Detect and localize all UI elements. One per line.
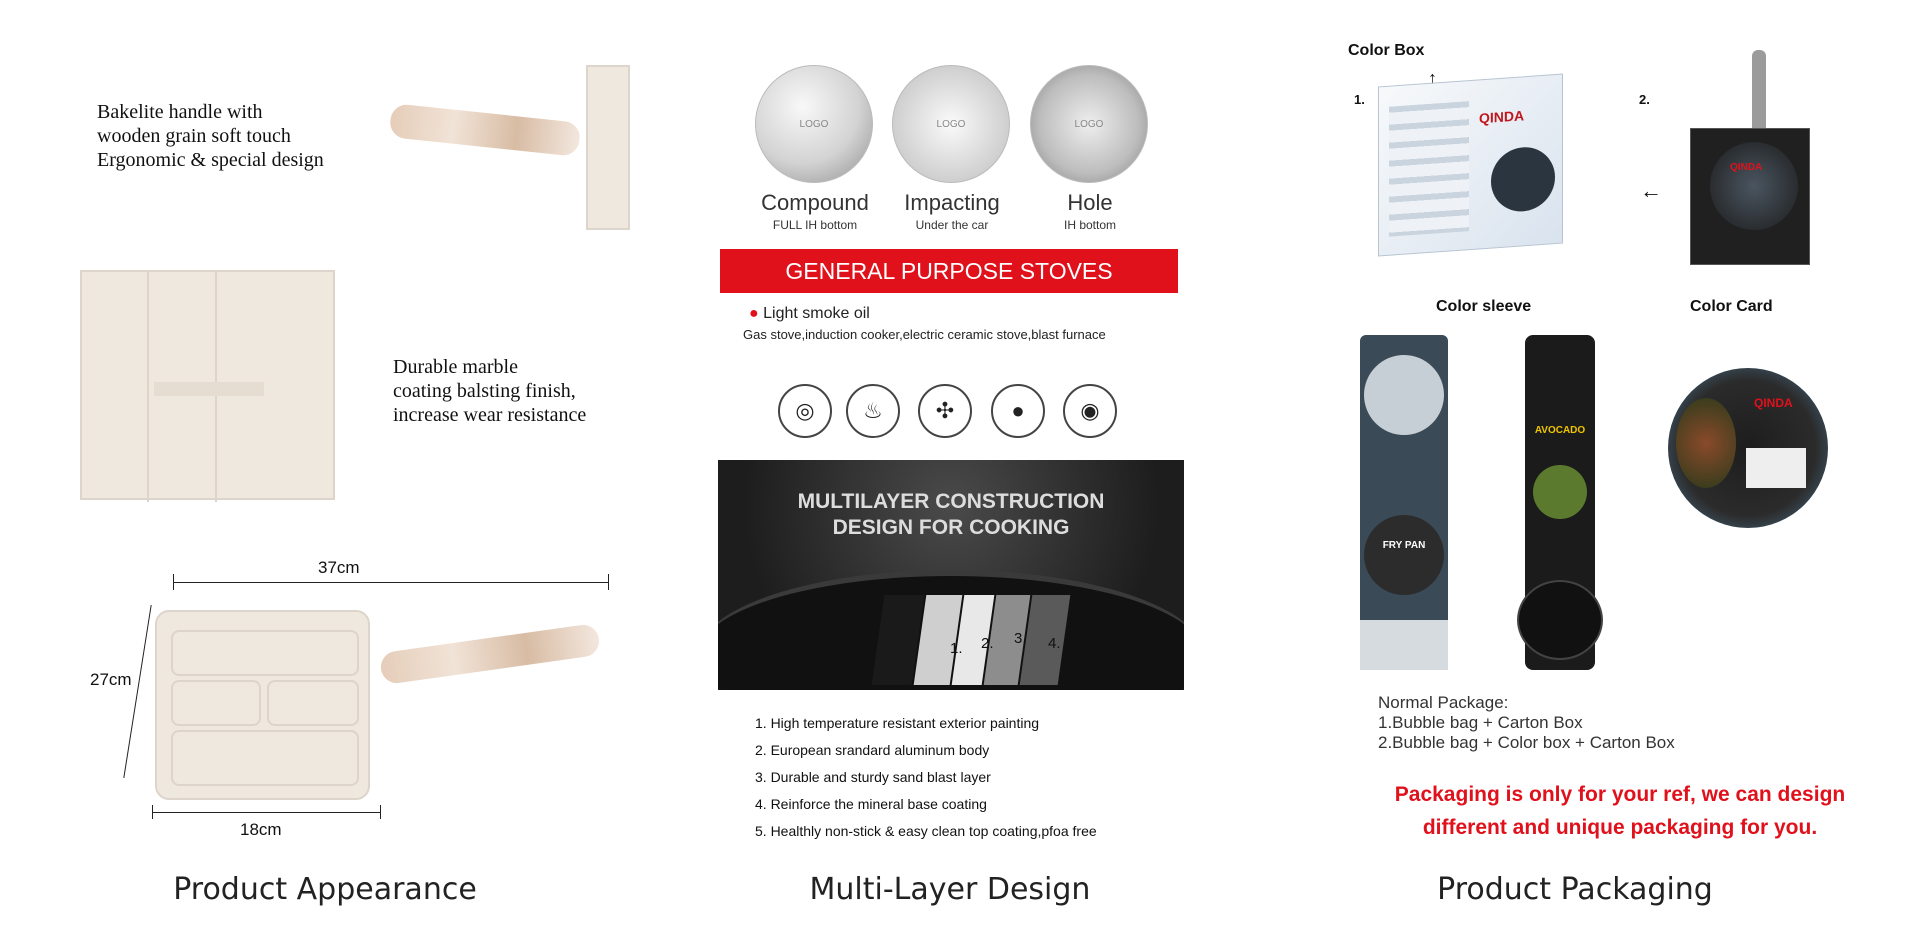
color-box-heading: Color Box	[1348, 42, 1425, 59]
layer-item: 5. Healthly non-stick & easy clean top c…	[755, 823, 1097, 839]
bottom-label: Hole	[1067, 190, 1113, 215]
dim-height-line	[123, 604, 152, 779]
sleeve-label: AVOCADO	[1534, 425, 1586, 436]
color-card-image: QINDA	[1668, 368, 1828, 528]
sleeve-label: FRY PAN	[1382, 540, 1426, 551]
box-number-2: 2.	[1639, 92, 1650, 107]
bottom-sub: FULL IH bottom	[772, 218, 858, 232]
box-number-1: 1.	[1354, 92, 1365, 107]
arrow-left-icon: ←	[1640, 178, 1662, 203]
handle-image	[388, 65, 630, 230]
coating-closeup-image	[80, 270, 335, 502]
coating-note: Durable marble coating balsting finish, …	[393, 356, 587, 426]
square-pan-image	[155, 610, 610, 810]
bottom-hole: LOGO	[1030, 65, 1148, 183]
layer-item: 2. European srandard aluminum body	[755, 742, 990, 758]
packaging-disclaimer: Packaging is only for your ref, we can d…	[1394, 783, 1846, 839]
brand-label: QINDA	[1479, 107, 1525, 127]
normal-package-text: Normal Package: 1.Bubble bag + Carton Bo…	[1378, 693, 1675, 752]
dim-width-label: 37cm	[318, 558, 360, 577]
bottom-label: Impacting	[904, 190, 1000, 215]
stove-list: Gas stove,induction cooker,electric cera…	[743, 327, 1106, 342]
layer-item: 4. Reinforce the mineral base coating	[755, 796, 987, 812]
layer-number: 2.	[981, 635, 994, 652]
frying-pan-box-image: QINDA	[1690, 50, 1810, 265]
logo-mark: LOGO	[892, 65, 1010, 183]
bottom-sub: Under the car	[915, 218, 989, 232]
bottom-compound: LOGO	[755, 65, 873, 183]
layer-number: 4.	[1048, 635, 1061, 652]
construction-title-2: DESIGN FOR COOKING	[832, 516, 1070, 539]
construction-title-1: MULTILAYER CONSTRUCTION	[797, 490, 1105, 513]
layer-number: 5.	[1083, 645, 1096, 662]
brand-label: QINDA	[1754, 396, 1793, 410]
induction-icon: ◉	[1063, 384, 1117, 438]
layer-item: 3. Durable and sturdy sand blast layer	[755, 769, 991, 785]
color-box-image: QINDA	[1378, 73, 1563, 257]
oil-bullet: ● Light smoke oil	[749, 305, 870, 322]
flame-icon: ♨	[846, 384, 900, 438]
color-sleeve-heading: Color sleeve	[1436, 298, 1532, 315]
color-sleeve-fry-image: FRY PAN	[1360, 335, 1448, 670]
logo-mark: LOGO	[755, 65, 873, 183]
construction-image: MULTILAYER CONSTRUCTION DESIGN FOR COOKI…	[718, 460, 1184, 690]
bottom-sub: IH bottom	[1063, 218, 1117, 232]
color-card-heading: Color Card	[1690, 298, 1773, 315]
logo-mark: LOGO	[1030, 65, 1148, 183]
stoves-banner: GENERAL PURPOSE STOVES	[720, 249, 1178, 293]
layer-item: 1. High temperature resistant exterior p…	[755, 715, 1040, 731]
brand-label: QINDA	[1730, 162, 1763, 173]
ceramic-plate-icon: ●	[991, 384, 1045, 438]
arrow-up-icon: ↑	[1428, 68, 1437, 88]
dim-base-line	[152, 812, 380, 813]
dim-height-label: 27cm	[90, 670, 132, 689]
dim-base-label: 18cm	[240, 820, 282, 839]
layer-number: 3.	[1014, 630, 1027, 647]
handle-note: Bakelite handle with wooden grain soft t…	[97, 101, 324, 171]
appearance-caption: Product Appearance	[173, 872, 477, 907]
layer-number: 1.	[950, 640, 963, 657]
bottom-label: Compound	[761, 190, 869, 215]
layer-list: 1. High temperature resistant exterior p…	[755, 710, 1097, 845]
gas-burner-icon: ✣	[918, 384, 972, 438]
coil-icon: ◎	[778, 384, 832, 438]
packaging-caption: Product Packaging	[1437, 872, 1713, 907]
bottom-impacting: LOGO	[892, 65, 1010, 183]
multilayer-caption: Multi-Layer Design	[809, 872, 1091, 907]
dim-width-line	[173, 582, 609, 583]
color-sleeve-avocado-image: AVOCADO	[1517, 335, 1603, 670]
